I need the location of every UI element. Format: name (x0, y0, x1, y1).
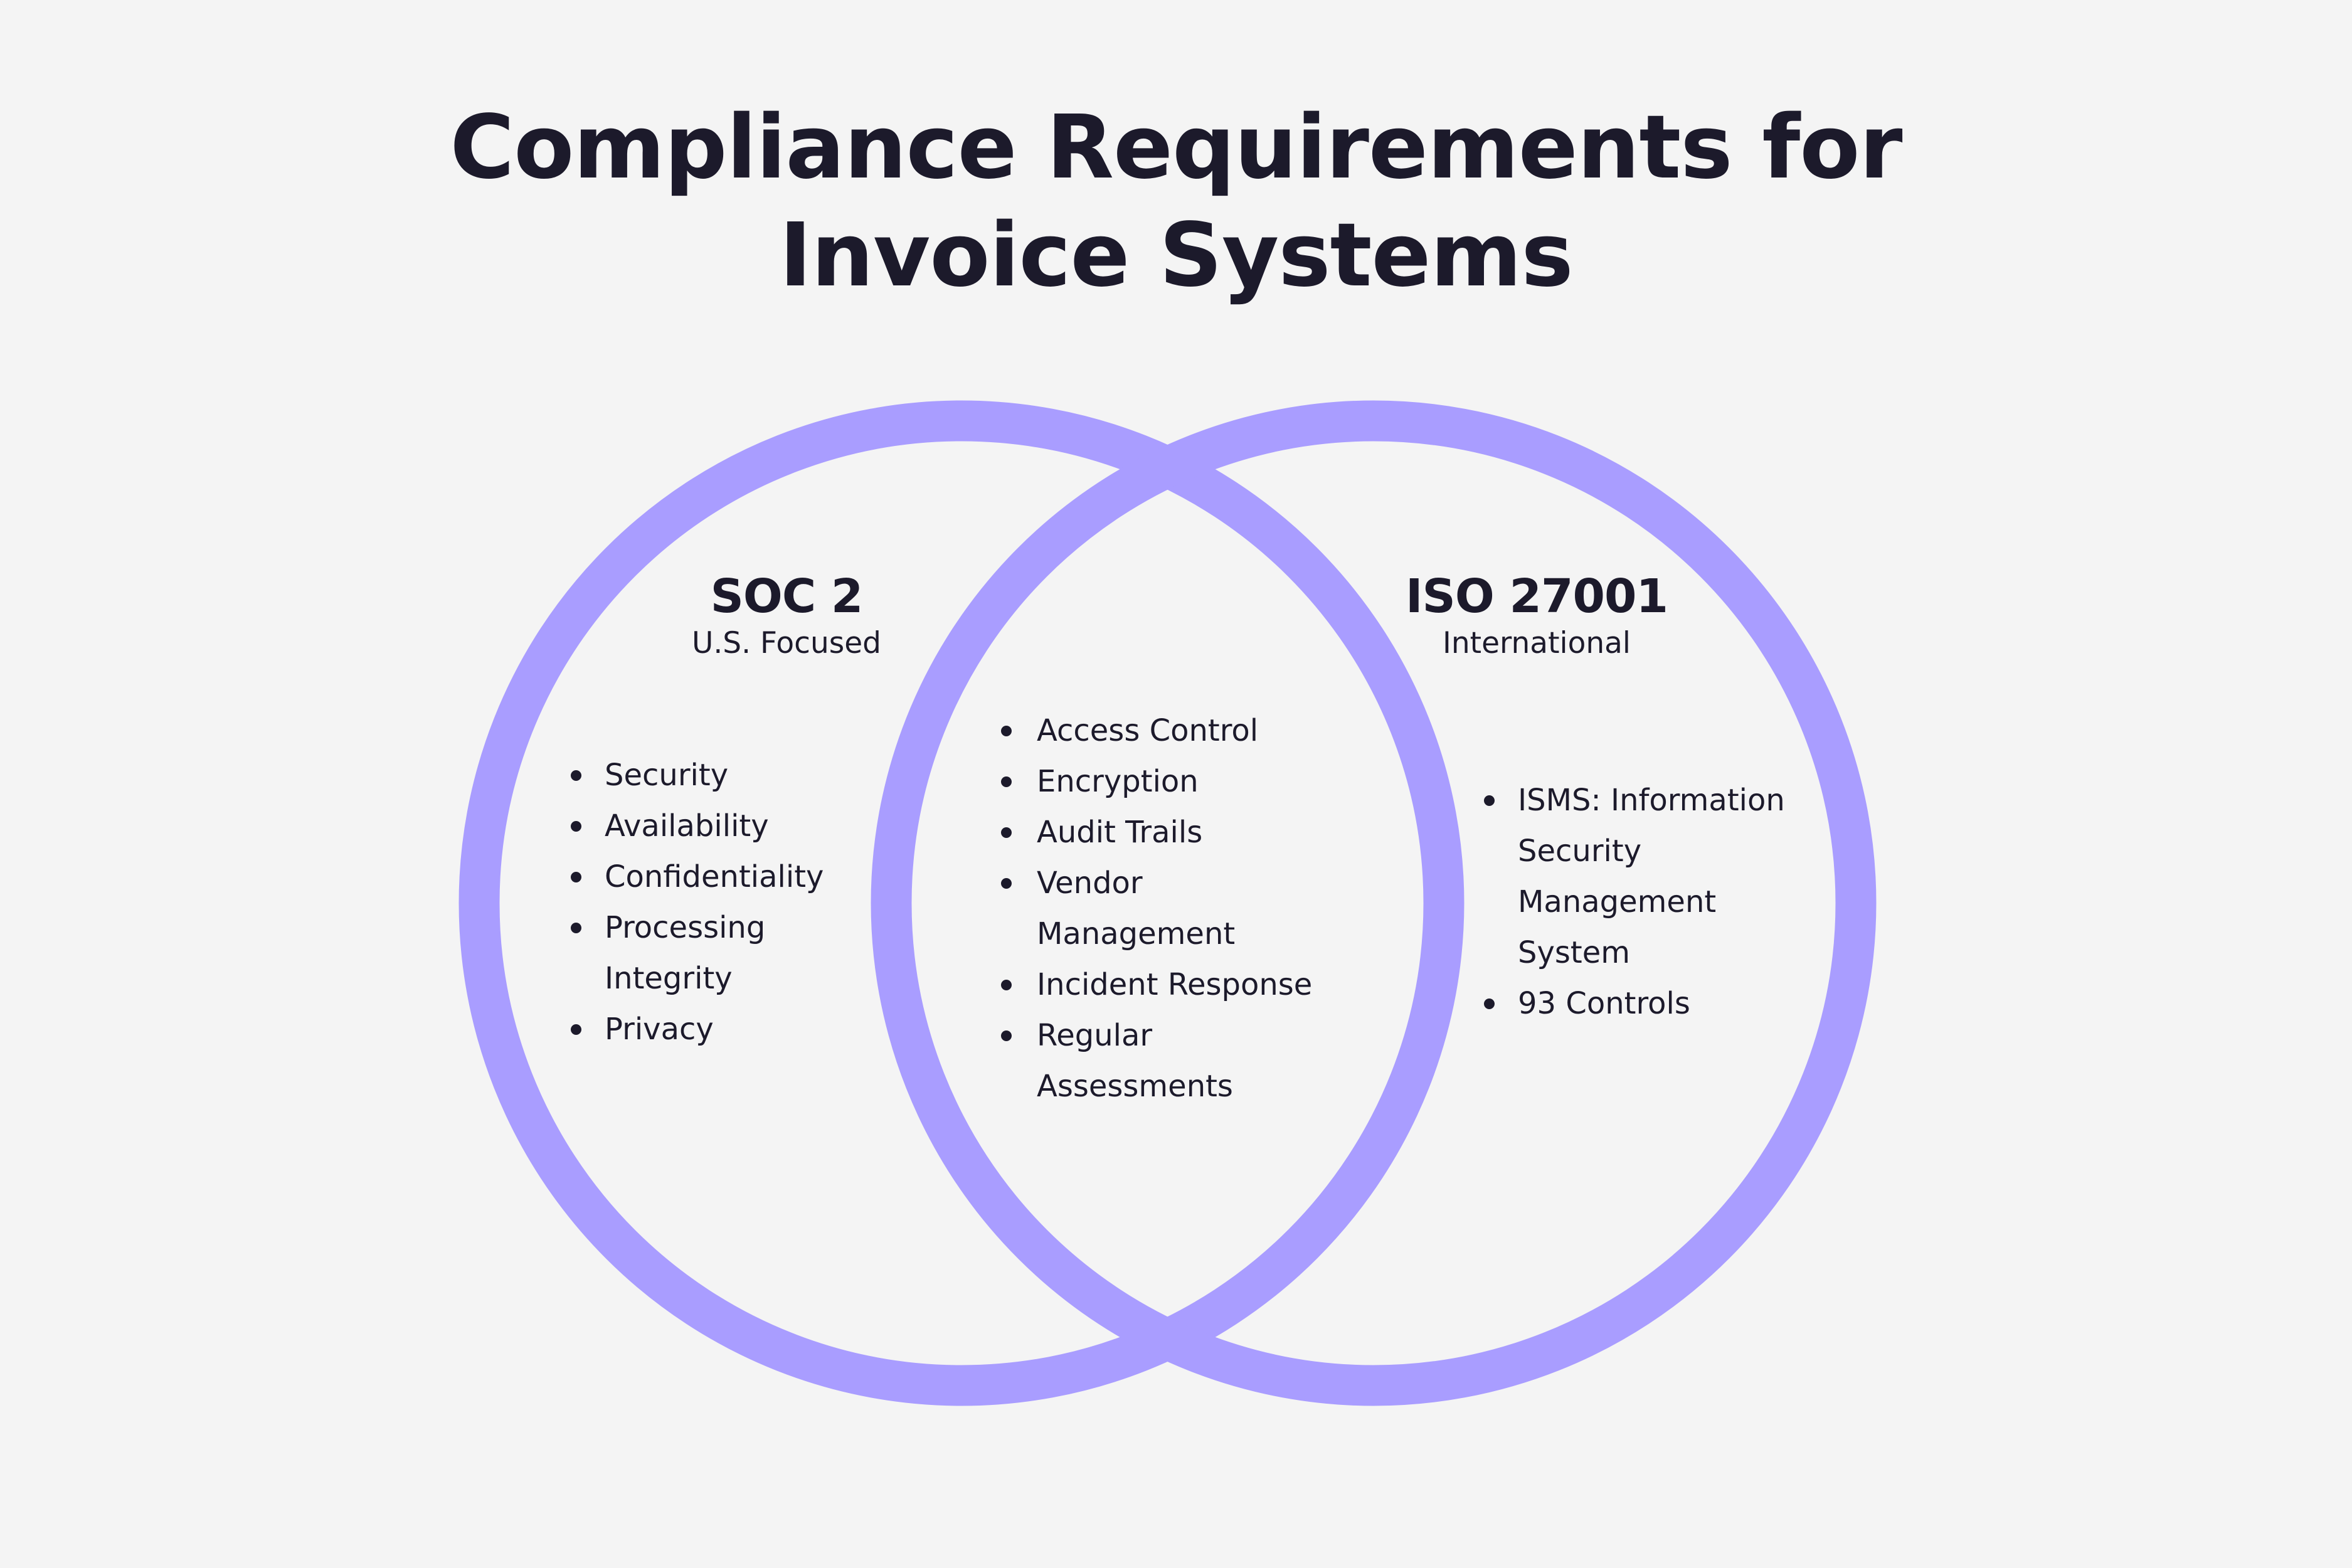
bullet-icon (571, 821, 581, 832)
iso27001-subtitle: International (1443, 626, 1631, 660)
list-item: Access Control (1001, 706, 1363, 756)
bullet-icon (571, 1024, 581, 1035)
overlap-list: Access Control Encryption Audit Trails V… (1001, 706, 1363, 1112)
list-item: Privacy (571, 1004, 893, 1055)
bullet-icon (1001, 726, 1012, 736)
bullet-icon (571, 770, 581, 781)
list-item: Security (571, 750, 893, 801)
bullet-icon (1001, 1030, 1012, 1041)
bullet-icon (1001, 776, 1012, 787)
bullet-icon (1484, 999, 1495, 1009)
list-item: Availability (571, 801, 893, 852)
title-line-2: Invoice Systems (779, 204, 1573, 307)
soc2-list: Security Availability Confidentiality Pr… (571, 750, 893, 1055)
iso27001-label: ISO 27001 International (1317, 568, 1756, 662)
soc2-label: SOC 2 U.S. Focused (567, 568, 1006, 662)
bullet-icon (1001, 827, 1012, 838)
list-item: Audit Trails (1001, 807, 1363, 858)
bullet-icon (571, 923, 581, 933)
soc2-subtitle: U.S. Focused (691, 626, 882, 660)
iso27001-circle (871, 400, 1877, 1406)
title-line-1: Compliance Requirements for (450, 97, 1902, 199)
bullet-icon (1001, 980, 1012, 990)
list-item: Incident Response (1001, 960, 1363, 1010)
bullet-icon (1484, 795, 1495, 806)
soc2-name: SOC 2 (710, 569, 864, 623)
list-item: Encryption (1001, 756, 1363, 807)
page-title: Compliance Requirements for Invoice Syst… (0, 94, 2352, 310)
soc2-circle (458, 400, 1465, 1406)
list-item: Confidentiality (571, 852, 893, 903)
list-item: 93 Controls (1484, 978, 1844, 1029)
iso27001-name: ISO 27001 (1406, 569, 1668, 623)
bullet-icon (1001, 878, 1012, 889)
bullet-icon (571, 872, 581, 882)
